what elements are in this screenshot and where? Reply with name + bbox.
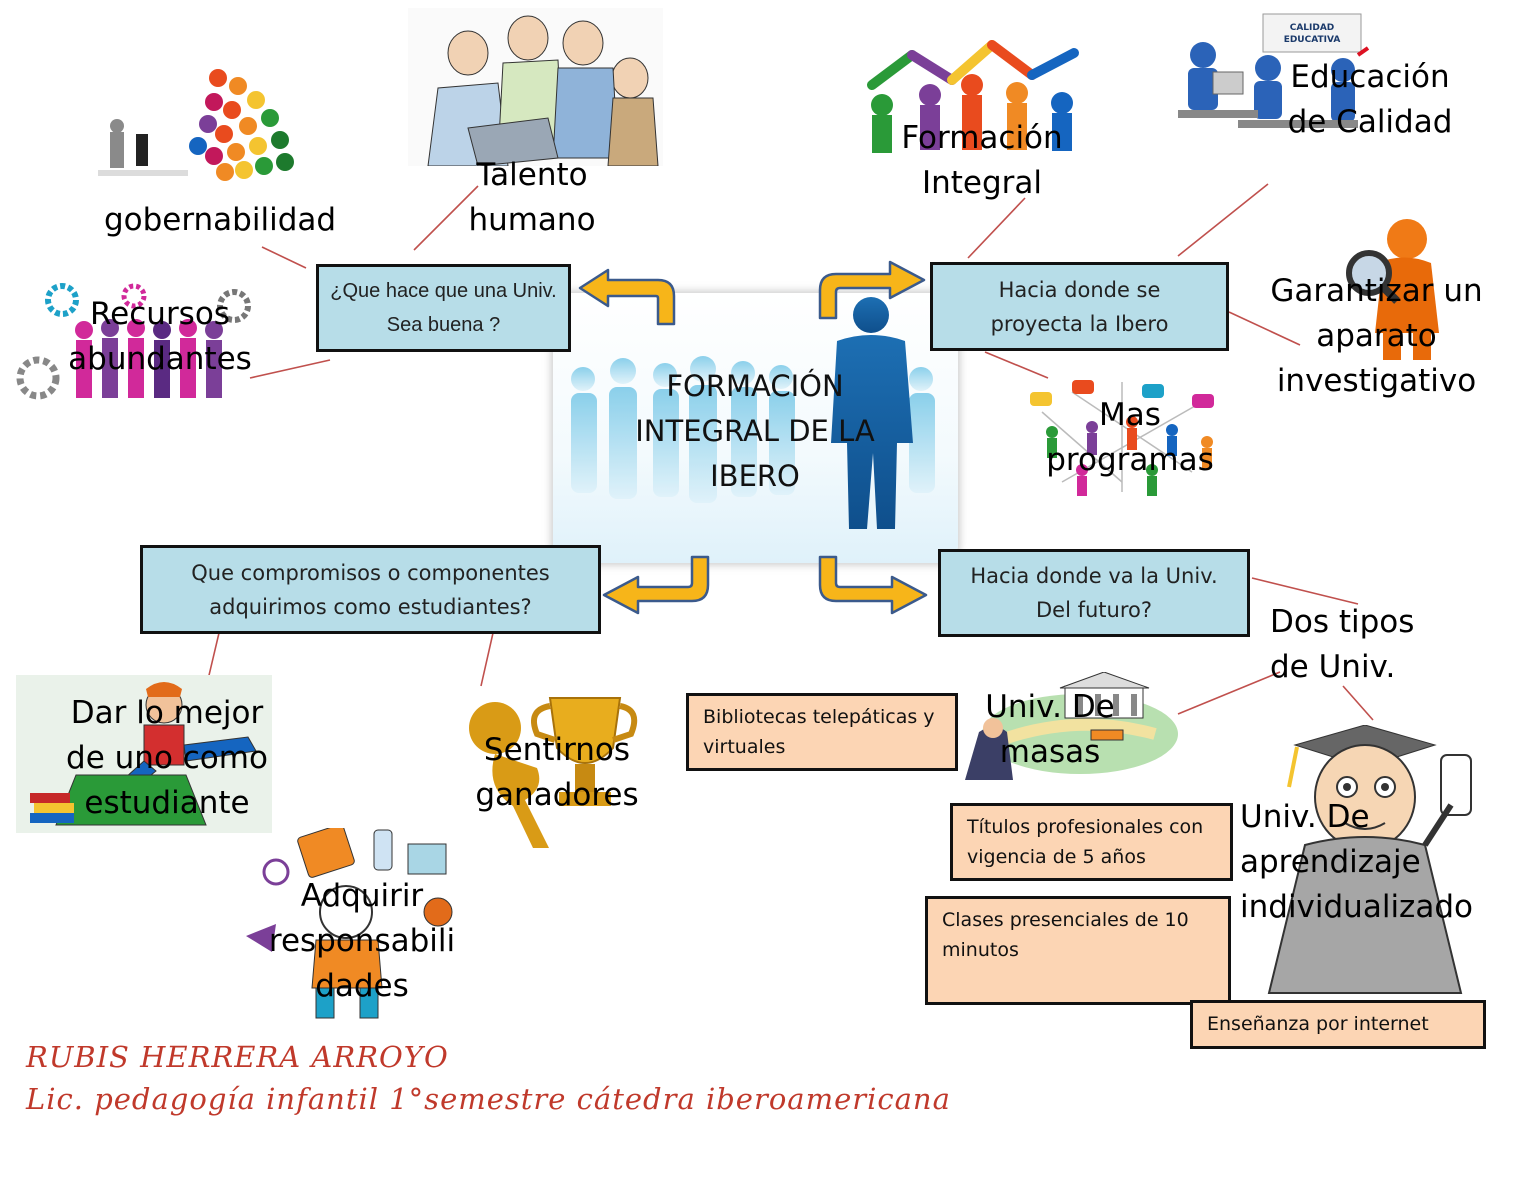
label-dos-tipos: Dos tipos de Univ. <box>1270 604 1415 685</box>
crowd-arc-illustration <box>80 62 305 192</box>
arrow-bottom-left <box>602 555 710 615</box>
central-panel <box>553 293 958 563</box>
team-laptop-illustration <box>408 8 663 167</box>
child-toys-illustration <box>232 824 468 1023</box>
label-recursos-abundantes: Recursos abundantes <box>68 296 252 377</box>
svg-text:EDUCATIVA: EDUCATIVA <box>1284 35 1341 45</box>
label-univ-masas: Univ. De masas <box>985 689 1115 770</box>
note-clases: Clases presenciales de 10 minutos <box>925 896 1231 1005</box>
gears-crowd-illustration <box>14 278 254 411</box>
note-titulos: Títulos profesionales con vigencia de 5 … <box>950 803 1233 881</box>
label-univ-aprendizaje: Univ. De aprendizaje individualizado <box>1240 799 1473 925</box>
quality-education-illustration: CALIDAD EDUCATIVA <box>1168 10 1373 152</box>
graduate-illustration <box>1235 724 1497 997</box>
arrow-top-left <box>578 268 676 326</box>
label-adquirir-responsabilidades: Adquirir responsabili dades <box>268 878 456 1004</box>
label-dar-lo-mejor: Dar lo mejor de uno como estudiante <box>66 695 268 821</box>
label-formacion-integral: Formación Integral <box>901 120 1063 201</box>
university-masses-illustration <box>955 671 1180 784</box>
author-name: RUBIS HERRERA ARROYO <box>26 1040 449 1074</box>
box-compromisos: Que compromisos o componentes adquirimos… <box>140 545 601 634</box>
people-circle-illustration <box>852 25 1092 155</box>
label-educacion-calidad: Educación de Calidad <box>1287 59 1453 140</box>
network-people-illustration <box>1022 372 1227 502</box>
arrow-top-right <box>818 260 926 320</box>
label-gobernabilidad: gobernabilidad <box>103 202 337 238</box>
label-mas-programas: Mas programas <box>1046 397 1214 478</box>
magnifier-figure-illustration <box>1335 213 1460 363</box>
arrow-bottom-right <box>818 555 928 615</box>
author-course: Lic. pedagogía infantil 1°semestre cáted… <box>26 1082 951 1116</box>
center-title: FORMACIÓN INTEGRAL DE LA IBERO <box>635 369 875 493</box>
student-books-illustration <box>16 675 272 833</box>
box-hacia-donde-proyecta: Hacia donde se proyecta la Ibero <box>930 262 1229 351</box>
trophy-illustration <box>455 688 640 856</box>
svg-text:CALIDAD: CALIDAD <box>1290 23 1335 33</box>
label-talento-humano: Talento humano <box>468 157 596 238</box>
label-sentirnos-ganadores: Sentirnos ganadores <box>475 732 639 813</box>
box-univ-futuro: Hacia donde va la Univ. Del futuro? <box>938 549 1250 637</box>
note-ensenanza: Enseñanza por internet <box>1190 1000 1486 1049</box>
note-bibliotecas: Bibliotecas telepáticas y virtuales <box>686 693 958 771</box>
box-que-hace-buena: ¿Que hace que una Univ. Sea buena ? <box>316 264 571 352</box>
label-aparato-investigativo: Garantizar un aparato investigativo <box>1270 273 1483 399</box>
